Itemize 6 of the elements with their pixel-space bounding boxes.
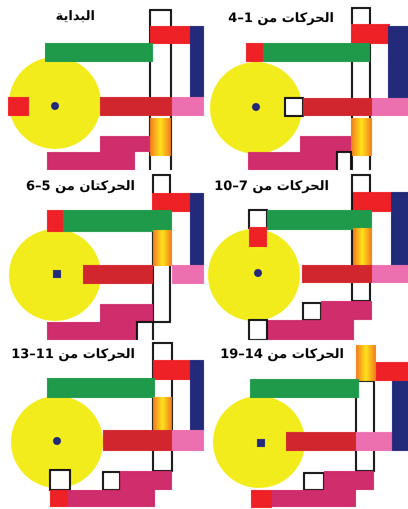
step-title: الحركات من 1–4 bbox=[228, 12, 334, 25]
step-title: الحركات من 14–19 bbox=[220, 348, 344, 361]
step-title: الحركات من 11–13 bbox=[11, 348, 135, 361]
step-title: الحركتان من 5–6 bbox=[26, 180, 135, 193]
step-title: البداية bbox=[56, 10, 95, 23]
step-title: الحركات من 7–10 bbox=[214, 180, 329, 193]
